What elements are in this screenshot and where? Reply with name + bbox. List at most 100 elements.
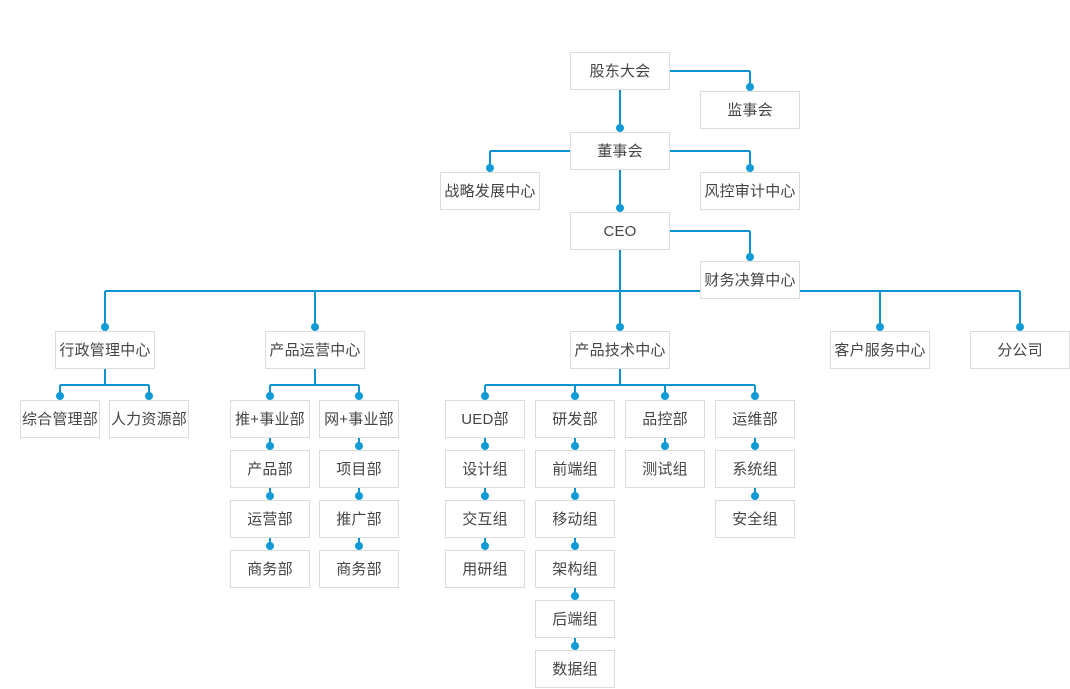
org-node-admin[interactable]: 行政管理中心 [55,331,155,369]
org-node-label: 产品技术中心 [574,341,666,359]
org-node-riskaudit[interactable]: 风控审计中心 [700,172,800,210]
org-node-operation-dept[interactable]: 运营部 [230,500,310,538]
org-node-label: 分公司 [997,341,1043,359]
connector-dot [355,392,363,400]
connector-dot [481,542,489,550]
org-node-label: 交互组 [462,510,508,528]
org-node-label: 数据组 [552,660,598,678]
org-node-label: 推广部 [336,510,382,528]
org-node-label: 安全组 [732,510,778,528]
org-node-label: 战略发展中心 [444,182,536,200]
org-node-product-dept[interactable]: 产品部 [230,450,310,488]
org-node-label: 商务部 [336,560,382,578]
connector-dot [101,323,109,331]
org-node-ued[interactable]: UED部 [445,400,525,438]
org-node-label: 综合管理部 [21,410,98,428]
org-node-prodops[interactable]: 产品运营中心 [265,331,365,369]
org-node-interaction-group[interactable]: 交互组 [445,500,525,538]
connector-dot [1016,323,1024,331]
org-node-label: 监事会 [727,101,773,119]
org-node-business-dept-2[interactable]: 商务部 [319,550,399,588]
org-node-project-dept[interactable]: 项目部 [319,450,399,488]
org-node-prodtech[interactable]: 产品技术中心 [570,331,670,369]
org-node-data-group[interactable]: 数据组 [535,650,615,688]
org-node-business-dept-1[interactable]: 商务部 [230,550,310,588]
connector-dot [746,253,754,261]
org-node-ops[interactable]: 运维部 [715,400,795,438]
org-node-label: 测试组 [642,460,688,478]
connector-dot [481,492,489,500]
connector-dot [751,442,759,450]
org-node-finance[interactable]: 财务决算中心 [700,261,800,299]
org-node-label: 商务部 [247,560,293,578]
org-node-tui-bu[interactable]: 推+事业部 [230,400,310,438]
org-node-label: 用研组 [462,560,508,578]
connector-dot [746,83,754,91]
org-node-label: 运营部 [247,510,293,528]
org-node-label: 股东大会 [589,62,651,80]
connector-dot [266,492,274,500]
org-node-label: 运维部 [732,410,778,428]
org-node-label: 行政管理中心 [59,341,151,359]
connector-dot [355,492,363,500]
connector-dot [311,323,319,331]
org-node-qc[interactable]: 品控部 [625,400,705,438]
org-node-strategy[interactable]: 战略发展中心 [440,172,540,210]
org-node-backend-group[interactable]: 后端组 [535,600,615,638]
org-node-label: 客户服务中心 [834,341,926,359]
org-node-rd[interactable]: 研发部 [535,400,615,438]
org-node-user-research-group[interactable]: 用研组 [445,550,525,588]
org-node-label: 人力资源部 [110,410,187,428]
org-node-label: UED部 [461,410,509,428]
connector-dot [616,204,624,212]
connector-dot [355,442,363,450]
org-node-frontend-group[interactable]: 前端组 [535,450,615,488]
connector-dot [145,392,153,400]
org-node-hr[interactable]: 人力资源部 [109,400,189,438]
org-node-mobile-group[interactable]: 移动组 [535,500,615,538]
org-node-label: 后端组 [552,610,598,628]
org-node-supervisory[interactable]: 监事会 [700,91,800,129]
connector-dot [571,592,579,600]
connector-dot [571,442,579,450]
connector-dot [571,492,579,500]
org-node-design-group[interactable]: 设计组 [445,450,525,488]
org-node-label: 推+事业部 [235,410,305,428]
org-node-label: 风控审计中心 [704,182,796,200]
connector-dot [266,542,274,550]
org-node-label: 前端组 [552,460,598,478]
org-node-label: 品控部 [642,410,688,428]
org-node-wang-bu[interactable]: 网+事业部 [319,400,399,438]
connector-dot [751,492,759,500]
org-node-label: 研发部 [552,410,598,428]
org-node-board[interactable]: 董事会 [570,132,670,170]
org-node-label: 网+事业部 [324,410,394,428]
org-node-architecture-group[interactable]: 架构组 [535,550,615,588]
org-node-label: 架构组 [552,560,598,578]
org-node-shareholders[interactable]: 股东大会 [570,52,670,90]
org-node-security-group[interactable]: 安全组 [715,500,795,538]
connector-dot [571,542,579,550]
org-node-label: 项目部 [336,460,382,478]
org-node-ceo[interactable]: CEO [570,212,670,250]
org-node-label: 财务决算中心 [704,271,796,289]
connector-dot [571,392,579,400]
org-node-label: CEO [603,222,637,240]
org-node-label: 产品部 [247,460,293,478]
org-node-service[interactable]: 客户服务中心 [830,331,930,369]
org-node-label: 移动组 [552,510,598,528]
org-node-branch[interactable]: 分公司 [970,331,1070,369]
connector-dot [56,392,64,400]
connector-dot [876,323,884,331]
connector-dot [266,442,274,450]
org-node-general-mgmt[interactable]: 综合管理部 [20,400,100,438]
org-node-system-group[interactable]: 系统组 [715,450,795,488]
connector-dot [571,642,579,650]
connector-dot [486,164,494,172]
connector-dot [266,392,274,400]
connector-dot [355,542,363,550]
org-node-test-group[interactable]: 测试组 [625,450,705,488]
connector-dot [751,392,759,400]
org-node-promotion-dept[interactable]: 推广部 [319,500,399,538]
